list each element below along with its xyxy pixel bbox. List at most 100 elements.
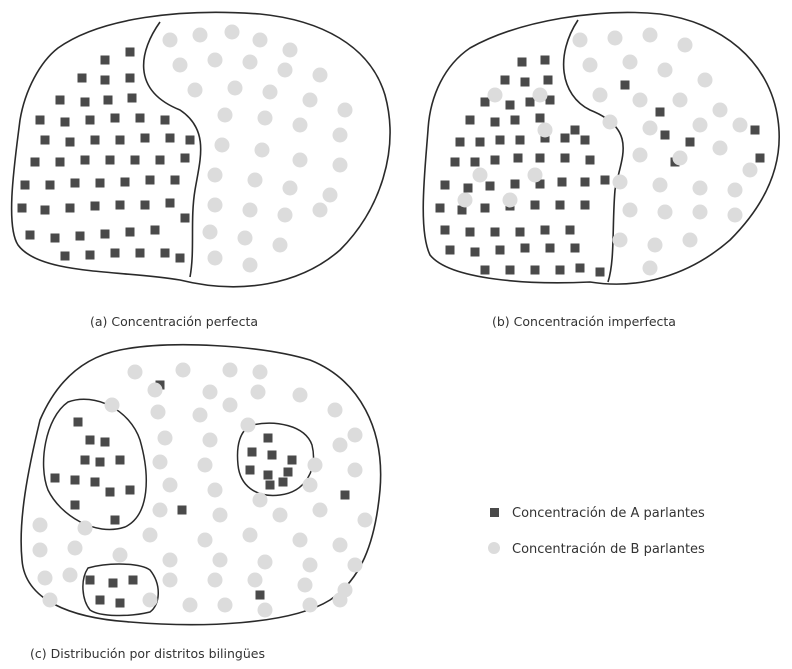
a-speaker-square-icon [440,225,450,235]
b-speaker-circle-icon [312,502,328,518]
a-speaker-square-icon [25,230,35,240]
a-speaker-square-icon [105,155,115,165]
a-speaker-square-icon [160,248,170,258]
a-speaker-square-icon [30,157,40,167]
a-speaker-square-icon [128,575,138,585]
a-speaker-square-icon [685,137,695,147]
b-speaker-circle-icon [272,237,288,253]
b-speaker-circle-icon [162,552,178,568]
a-speaker-square-icon [40,135,50,145]
a-speaker-square-icon [595,267,605,277]
b-speaker-circle-icon [487,87,503,103]
panel-c-markers [32,362,373,618]
b-speaker-circle-icon [537,122,553,138]
a-speaker-square-icon [165,133,175,143]
b-speaker-circle-icon [262,84,278,100]
b-speaker-circle-icon [150,404,166,420]
a-speaker-square-icon [180,213,190,223]
b-speaker-circle-icon [642,260,658,276]
b-speaker-circle-icon [652,177,668,193]
a-speaker-square-icon [495,135,505,145]
a-speaker-square-icon [140,200,150,210]
a-speaker-square-icon [255,590,265,600]
b-speaker-circle-icon [632,147,648,163]
a-speaker-square-icon [85,250,95,260]
b-speaker-circle-icon [672,92,688,108]
b-speaker-circle-icon [647,237,663,253]
a-speaker-square-icon [175,253,185,263]
b-speaker-circle-icon [187,82,203,98]
b-speaker-circle-icon [347,557,363,573]
b-speaker-circle-icon [277,207,293,223]
b-speaker-circle-icon [677,37,693,53]
a-speaker-square-icon [470,247,480,257]
a-speaker-square-icon [655,107,665,117]
a-speaker-square-icon [17,203,27,213]
b-speaker-circle-icon [692,180,708,196]
b-speaker-circle-icon [207,197,223,213]
b-speaker-circle-icon [347,427,363,443]
a-speaker-square-icon [543,75,553,85]
b-speaker-circle-icon [322,187,338,203]
a-speaker-square-icon [90,477,100,487]
b-speaker-circle-icon [252,492,268,508]
a-speaker-square-icon [267,450,277,460]
b-speaker-circle-icon [242,202,258,218]
a-speaker-square-icon [535,113,545,123]
a-speaker-square-icon [135,248,145,258]
a-speaker-square-icon [85,575,95,585]
a-speaker-square-icon [125,73,135,83]
a-speaker-square-icon [65,203,75,213]
b-speaker-circle-icon [297,577,313,593]
a-speaker-square-icon [263,470,273,480]
a-speaker-square-icon [125,47,135,57]
a-speaker-square-icon [130,155,140,165]
b-speaker-circle-icon [162,572,178,588]
b-speaker-circle-icon [207,167,223,183]
b-speaker-circle-icon [242,527,258,543]
a-speaker-square-icon [85,115,95,125]
a-speaker-square-icon [340,490,350,500]
b-speaker-circle-icon [257,602,273,618]
panel-a-caption: (a) Concentración perfecta [90,314,258,329]
b-speaker-circle-icon [224,24,240,40]
panel-b-caption: (b) Concentración imperfecta [492,314,676,329]
b-speaker-circle-icon [207,482,223,498]
a-speaker-square-icon [85,435,95,445]
b-speaker-circle-icon [157,430,173,446]
a-speaker-square-icon [535,153,545,163]
b-speaker-circle-icon [112,547,128,563]
a-speaker-square-icon [180,153,190,163]
a-speaker-square-icon [125,485,135,495]
b-speaker-circle-icon [42,592,58,608]
b-speaker-circle-icon [202,432,218,448]
a-speaker-square-icon [77,73,87,83]
a-speaker-square-icon [495,245,505,255]
a-speaker-square-icon [70,475,80,485]
a-speaker-square-icon [465,227,475,237]
a-speaker-square-icon [100,437,110,447]
a-speaker-square-icon [247,447,257,457]
a-speaker-square-icon [515,227,525,237]
b-speaker-circle-icon [622,54,638,70]
a-speaker-square-icon [535,179,545,189]
a-speaker-square-icon [450,157,460,167]
b-speaker-circle-icon [192,407,208,423]
b-speaker-circle-icon [292,117,308,133]
a-speaker-square-icon [120,177,130,187]
b-speaker-circle-icon [222,362,238,378]
b-speaker-circle-icon [272,507,288,523]
a-speaker-square-icon [517,57,527,67]
a-speaker-square-icon [555,200,565,210]
a-speaker-square-icon [145,175,155,185]
a-speaker-square-icon [115,455,125,465]
b-speaker-circle-icon [32,542,48,558]
a-speaker-square-icon [60,117,70,127]
a-speaker-square-icon [165,198,175,208]
b-speaker-circle-icon [682,232,698,248]
b-speaker-circle-icon [457,192,473,208]
a-speaker-square-icon [283,467,293,477]
a-speaker-square-icon [245,465,255,475]
panel-b-territory-outline [422,11,780,285]
b-speaker-circle-icon [332,592,348,608]
